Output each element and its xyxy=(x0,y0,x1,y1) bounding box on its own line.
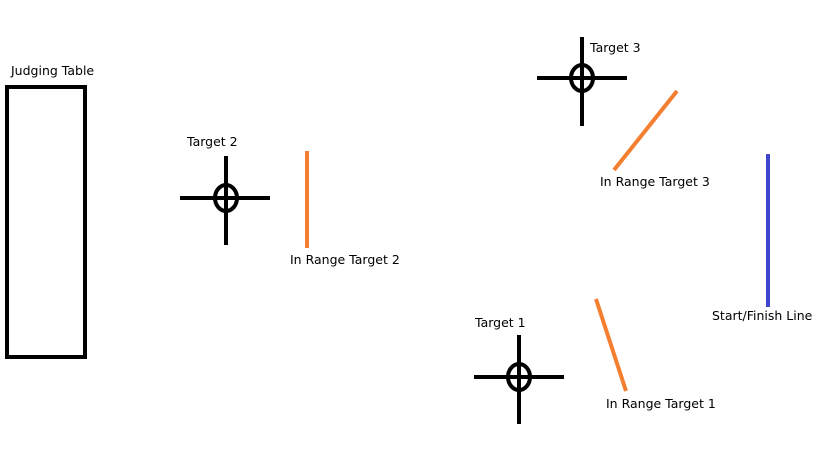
crosshair-icon xyxy=(180,156,270,245)
target-3: Target 3 xyxy=(537,37,641,126)
in-range-target-1-label: In Range Target 1 xyxy=(606,396,716,411)
crosshair-icon xyxy=(537,37,627,126)
in-range-target-3-label: In Range Target 3 xyxy=(600,174,710,189)
start-finish-label: Start/Finish Line xyxy=(712,308,813,323)
target-1-label: Target 1 xyxy=(474,315,526,330)
target-1: Target 1 xyxy=(474,315,564,424)
judging-table-label: Judging Table xyxy=(10,63,94,78)
start-finish: Start/Finish Line xyxy=(712,154,813,323)
judging-table-box xyxy=(5,85,87,359)
crosshair-icon xyxy=(474,335,564,424)
target-3-label: Target 3 xyxy=(589,40,641,55)
in-range-line xyxy=(594,298,628,392)
in-range-target-1: In Range Target 1 xyxy=(594,298,716,411)
target-2-label: Target 2 xyxy=(186,134,238,149)
in-range-target-2-label: In Range Target 2 xyxy=(290,252,400,267)
target-2: Target 2 xyxy=(180,134,270,245)
in-range-line xyxy=(612,89,679,172)
judging-table: Judging Table xyxy=(5,63,94,359)
in-range-target-3: In Range Target 3 xyxy=(600,89,710,189)
in-range-target-2: In Range Target 2 xyxy=(290,151,400,267)
